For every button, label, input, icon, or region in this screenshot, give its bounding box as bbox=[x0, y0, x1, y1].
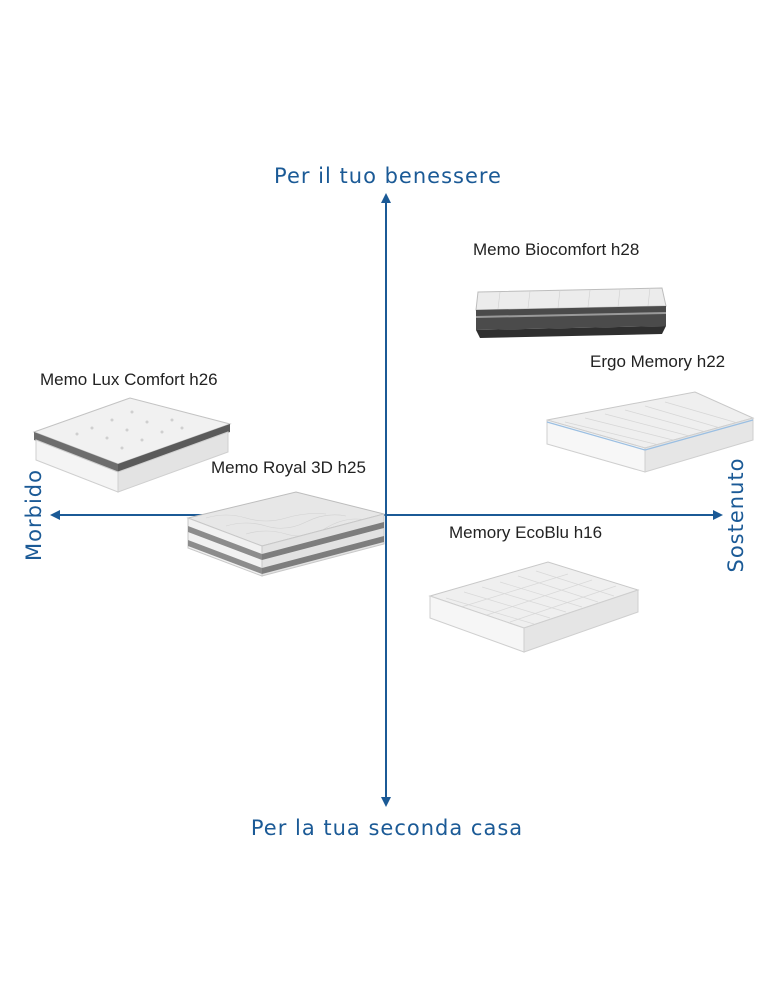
product-label-royal-3d: Memo Royal 3D h25 bbox=[211, 458, 366, 477]
axis-label-right: Sostenuto bbox=[724, 457, 748, 573]
mattress-image-ecoblu bbox=[428, 561, 640, 653]
product-label-lux-comfort: Memo Lux Comfort h26 bbox=[40, 370, 218, 389]
mattress-image-ergo-memory bbox=[546, 391, 755, 473]
mattress-image-royal-3d bbox=[186, 491, 385, 577]
mattress-image-lux-comfort bbox=[32, 397, 232, 493]
mattress-image-biocomfort bbox=[475, 287, 667, 338]
product-label-ergo-memory: Ergo Memory h22 bbox=[590, 352, 726, 371]
product-label-biocomfort: Memo Biocomfort h28 bbox=[473, 240, 640, 259]
axis-label-top: Per il tuo benessere bbox=[274, 164, 502, 188]
axis-label-bottom: Per la tua seconda casa bbox=[250, 816, 524, 840]
product-label-ecoblu: Memory EcoBlu h16 bbox=[449, 523, 603, 542]
